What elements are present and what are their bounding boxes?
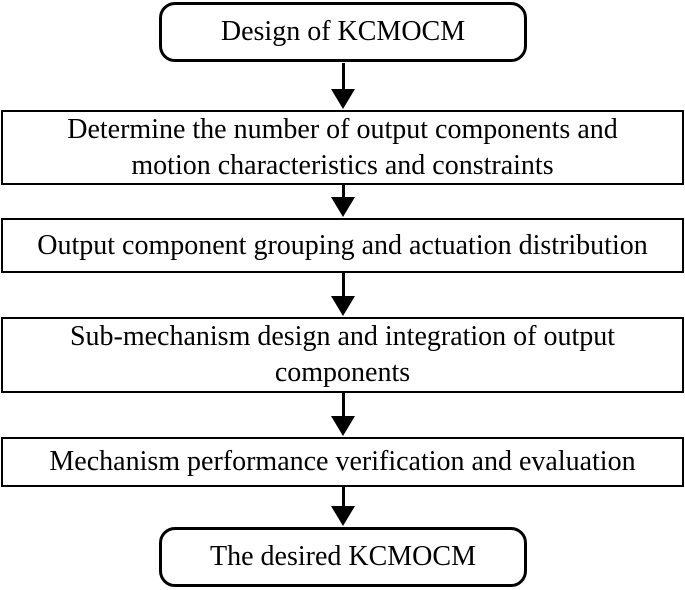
- arrow-stem: [341, 63, 345, 89]
- node-step-2-label: Output component grouping and actuation …: [37, 229, 648, 261]
- arrow-head: [331, 197, 355, 217]
- arrow-head: [331, 506, 355, 526]
- node-step-3-label: Sub-mechanism design and integration of …: [69, 321, 616, 388]
- arrow-stem: [341, 273, 345, 296]
- arrow-stem: [341, 487, 345, 506]
- arrow-down-icon: [331, 487, 355, 526]
- arrow-down-icon: [331, 63, 355, 109]
- arrow-down-icon: [331, 273, 355, 316]
- arrow-head: [331, 89, 355, 109]
- arrow-stem: [341, 185, 345, 197]
- flowchart-node-step-3: Sub-mechanism design and integration of …: [1, 317, 684, 393]
- arrow-head: [331, 416, 355, 436]
- arrow-down-icon: [331, 185, 355, 217]
- node-start-label: Design of KCMOCM: [220, 16, 466, 47]
- flowchart-node-step-2: Output component grouping and actuation …: [1, 218, 684, 273]
- node-step-1-label: Determine the number of output component…: [67, 113, 618, 181]
- flowchart-node-step-1: Determine the number of output component…: [1, 110, 684, 185]
- node-step-4-label: Mechanism performance verification and e…: [49, 446, 636, 477]
- arrow-head: [331, 296, 355, 316]
- arrow-down-icon: [331, 393, 355, 436]
- flowchart-node-step-4: Mechanism performance verification and e…: [1, 437, 684, 487]
- node-end-label: The desired KCMOCM: [210, 541, 476, 572]
- flowchart-node-start: Design of KCMOCM: [159, 2, 527, 62]
- flowchart-node-end: The desired KCMOCM: [159, 527, 527, 587]
- arrow-stem: [341, 393, 345, 416]
